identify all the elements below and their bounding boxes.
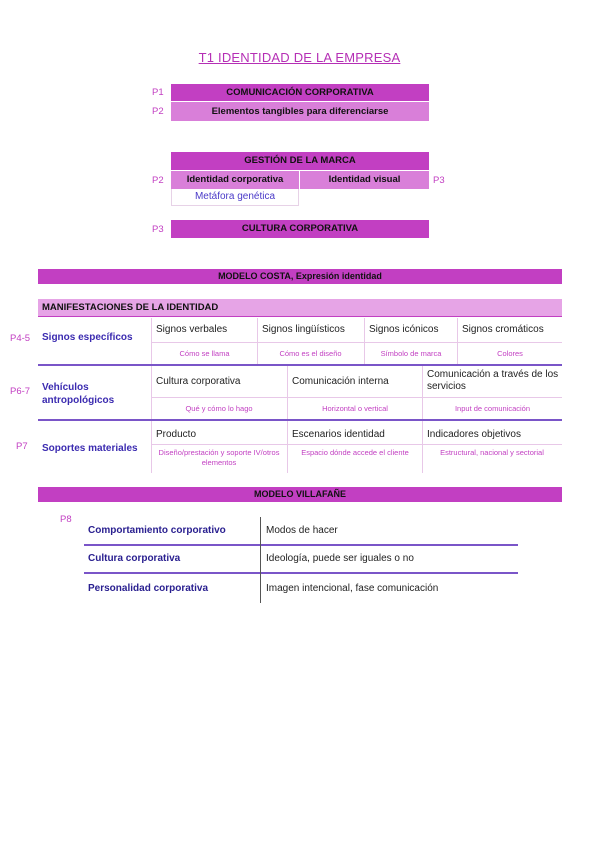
identidad-visual-cell: Identidad visual xyxy=(300,171,429,189)
p7-label: P7 xyxy=(16,441,28,452)
metafora-genetica-note: Metáfora genética xyxy=(171,189,299,206)
cell-cultura-corporativa: Cultura corporativa xyxy=(156,376,241,387)
cell-escenarios-identidad: Escenarios identidad xyxy=(292,429,385,440)
villafane-left-1: Cultura corporativa xyxy=(88,553,181,564)
p1-label: P1 xyxy=(152,87,164,98)
p4-5-label: P4-5 xyxy=(10,333,31,344)
villafane-right-1: Ideología, puede ser iguales o no xyxy=(266,553,414,564)
p8-label: P8 xyxy=(60,514,72,525)
gestion-marca-bar: GESTIÓN DE LA MARCA xyxy=(171,152,429,170)
page-title: T1 IDENTIDAD DE LA EMPRESA xyxy=(198,50,401,65)
manifestaciones-header: MANIFESTACIONES DE LA IDENTIDAD xyxy=(38,299,562,317)
row-head-signos: Signos específicos xyxy=(42,332,133,343)
row-head-vehiculos: Vehículos antropológicos xyxy=(42,382,115,406)
villafane-left-2: Personalidad corporativa xyxy=(88,583,209,594)
comunicacion-corporativa-bar: COMUNICACIÓN CORPORATIVA xyxy=(171,84,429,101)
sub-signos-iconicos: Símbolo de marca xyxy=(380,349,442,358)
cell-producto: Producto xyxy=(156,429,197,440)
sub-producto: Diseño/prestación y soporte IV/otros ele… xyxy=(158,448,280,467)
p6-7-label: P6-7 xyxy=(10,386,31,397)
villafane-right-2: Imagen intencional, fase comunicación xyxy=(266,583,439,594)
sub-comunicacion-servicios: Input de comunicación xyxy=(454,404,531,413)
modelo-villafane-bar: MODELO VILLAFAÑE xyxy=(38,487,562,502)
identidad-corporativa-cell: Identidad corporativa xyxy=(171,171,299,189)
sub-escenarios-identidad: Espacio dónde accede el cliente xyxy=(301,448,409,457)
cell-comunicacion-interna: Comunicación interna xyxy=(292,376,389,387)
cell-signos-cromaticos: Signos cromáticos xyxy=(462,324,544,335)
sub-cultura-corporativa: Qué y cómo lo hago xyxy=(185,404,253,413)
p3-cultura-label: P3 xyxy=(152,224,164,235)
villafane-left-0: Comportamiento corporativo xyxy=(88,525,226,536)
cell-signos-linguisticos: Signos lingüísticos xyxy=(262,324,345,335)
cell-signos-iconicos: Signos icónicos xyxy=(369,324,439,335)
cultura-corporativa-bar: CULTURA CORPORATIVA xyxy=(171,220,429,238)
elementos-tangibles-bar: Elementos tangibles para diferenciarse xyxy=(171,102,429,121)
p2-label: P2 xyxy=(152,106,164,117)
sub-comunicacion-interna: Horizontal o vertical xyxy=(322,404,388,413)
modelo-costa-bar: MODELO COSTA, Expresión identidad xyxy=(38,269,562,284)
sub-indicadores-objetivos: Estructural, nacional y sectorial xyxy=(440,448,544,457)
cell-signos-verbales: Signos verbales xyxy=(156,324,228,335)
sub-signos-cromaticos: Colores xyxy=(497,349,523,358)
sub-signos-linguisticos: Cómo es el diseño xyxy=(279,349,342,358)
p2-marca-label: P2 xyxy=(152,175,164,186)
row-head-soportes: Soportes materiales xyxy=(42,443,138,454)
villafane-right-0: Modos de hacer xyxy=(266,525,338,536)
cell-indicadores-objetivos: Indicadores objetivos xyxy=(427,429,521,440)
cell-comunicacion-servicios: Comunicación a través de los servicios xyxy=(427,369,559,392)
sub-signos-verbales: Cómo se llama xyxy=(179,349,230,358)
p3-marca-label: P3 xyxy=(433,175,445,186)
